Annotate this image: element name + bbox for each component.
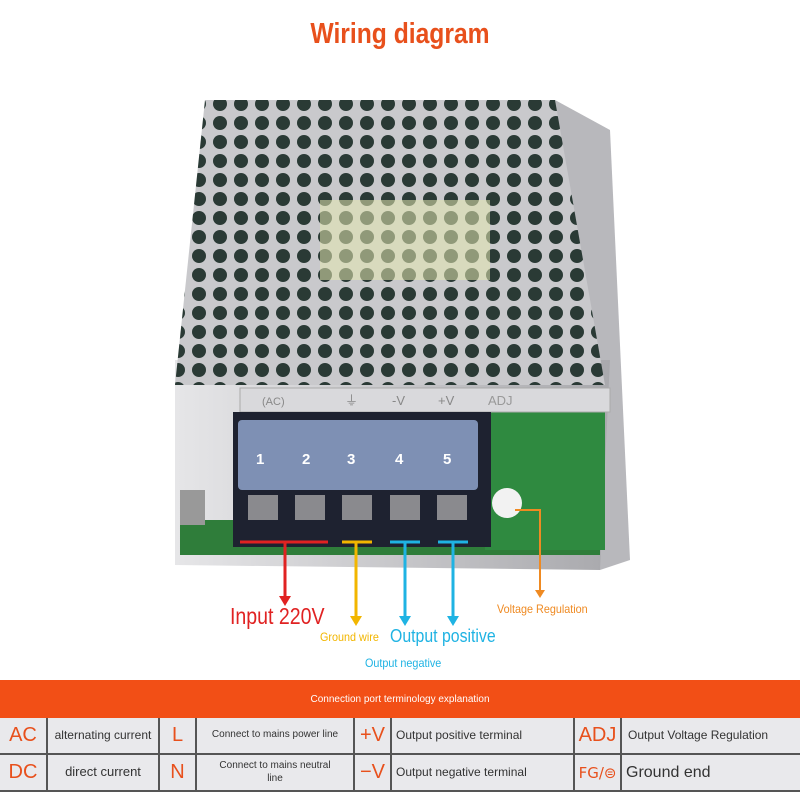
code-cell: DC	[0, 755, 48, 792]
desc-cell: Ground end	[622, 755, 800, 792]
terminal-screw	[390, 495, 420, 520]
desc-cell: alternating current	[48, 718, 160, 755]
terminal-mark-plus-v: +V	[438, 393, 455, 408]
code-cell: −V	[355, 755, 392, 792]
desc-cell: Output positive terminal	[392, 718, 575, 755]
code-cell: L	[160, 718, 197, 755]
terminal-number: 2	[302, 451, 310, 468]
callout-output-negative: Output negative	[365, 656, 442, 670]
code-cell: ADJ	[575, 718, 622, 755]
terminal-screw	[342, 495, 372, 520]
terminal-number: 5	[443, 451, 451, 468]
terminal-mark-ac: (AC)	[262, 396, 285, 408]
code-cell: FG/⊜	[575, 755, 622, 792]
output-positive-callout-line	[438, 540, 468, 618]
arrow-icon	[535, 590, 545, 598]
adj-potentiometer	[492, 488, 522, 518]
code-cell: N	[160, 755, 197, 792]
output-negative-callout-line	[390, 540, 420, 618]
terminal-screw	[437, 495, 467, 520]
desc-cell: Output Voltage Regulation	[622, 718, 800, 755]
terminal-mark-minus-v: -V	[392, 393, 405, 408]
terminal-number: 3	[347, 451, 355, 468]
arrow-icon	[447, 616, 459, 626]
callout-ground: Ground wire	[320, 630, 379, 644]
arrow-icon	[399, 616, 411, 626]
terminal-number: 1	[256, 451, 264, 468]
terminology-table: AC alternating current L Connect to main…	[0, 718, 800, 792]
terminal-screw	[248, 495, 278, 520]
label-plate	[239, 387, 611, 413]
code-cell: +V	[355, 718, 392, 755]
code-cell: AC	[0, 718, 48, 755]
terminal-mark-ground: ⏚	[345, 394, 358, 409]
desc-cell: direct current	[48, 755, 160, 792]
ground-screw	[180, 490, 205, 525]
power-supply-image: (AC) ⏚ -V +V ADJ 1 2 3 4 5	[175, 100, 630, 626]
page-title: Wiring diagram	[310, 18, 490, 50]
adj-callout-line	[515, 509, 541, 592]
arrow-icon	[350, 616, 362, 626]
table-header: Connection port terminology explanation	[0, 680, 800, 718]
terminal-screw	[295, 495, 325, 520]
terminal-cover	[238, 420, 478, 490]
terminal-mark-adj: ADJ	[488, 393, 513, 408]
desc-cell: Connect to mains neutral line	[197, 755, 355, 792]
internal-component	[320, 200, 490, 280]
desc-cell: Connect to mains power line	[197, 718, 355, 755]
callout-voltage-regulation: Voltage Regulation	[497, 602, 588, 616]
terminal-number: 4	[395, 451, 404, 468]
callout-output-positive: Output positive	[390, 626, 496, 646]
arrow-icon	[279, 596, 291, 606]
pcb	[485, 410, 605, 550]
desc-cell: Output negative terminal	[392, 755, 575, 792]
input-callout-line	[240, 540, 328, 598]
callout-input: Input 220V	[230, 603, 325, 629]
ground-callout-line	[342, 540, 372, 618]
